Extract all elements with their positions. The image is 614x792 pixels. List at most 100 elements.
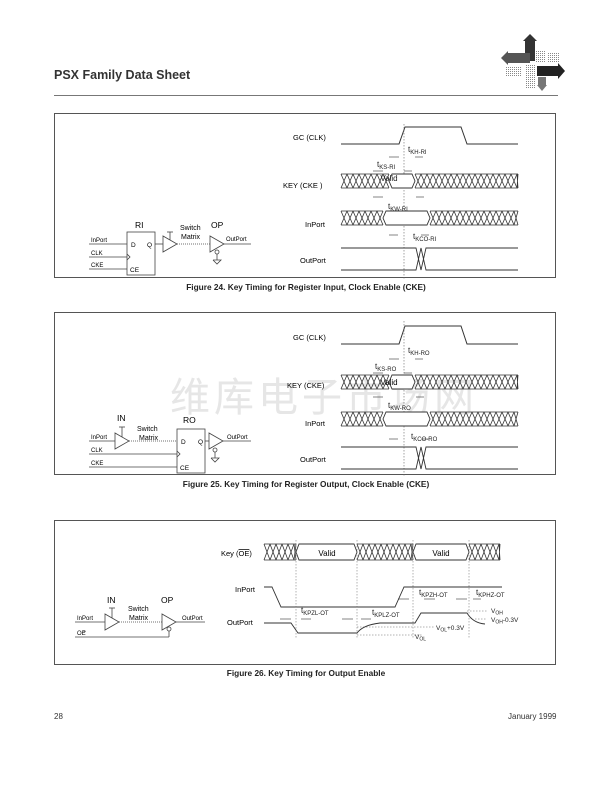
dont-care-hatch — [501, 411, 509, 427]
dont-care-hatch — [435, 411, 443, 427]
signal-label-key: KEY (CKE) — [287, 381, 325, 390]
dont-care-hatch — [498, 173, 506, 189]
dont-care-hatch — [374, 543, 382, 561]
dont-care-hatch — [429, 411, 437, 427]
figure-26-box: InPort OE IN Switch Matrix OP OutPort Ke… — [54, 520, 556, 665]
dont-care-hatch — [340, 411, 348, 427]
op-label: OP — [161, 595, 174, 605]
t-kplz-label: tKPLZ-OT — [372, 608, 400, 619]
dont-care-hatch — [392, 543, 400, 561]
dont-care-hatch — [447, 210, 455, 226]
pin-ce-label: CE — [180, 465, 190, 472]
key-oe-waveform — [263, 543, 501, 561]
dont-care-hatch — [346, 210, 354, 226]
dont-care-hatch — [486, 374, 494, 390]
outport-waveform — [264, 612, 486, 634]
output-buffer-triangle — [209, 235, 225, 253]
dont-care-hatch — [480, 374, 488, 390]
dont-care-hatch — [352, 210, 360, 226]
dont-care-hatch — [376, 411, 384, 427]
figure-24-diagram: InPort CLK CKE D Q CE RI Switch Matrix O… — [89, 124, 519, 279]
dont-care-hatch — [471, 210, 479, 226]
dont-care-hatch — [513, 411, 519, 427]
dont-care-hatch — [380, 543, 388, 561]
oe-label: OE — [77, 631, 86, 637]
in-label: IN — [107, 595, 116, 605]
t-kco-label: tKCO-RO — [411, 432, 438, 443]
dont-care-hatch — [459, 411, 467, 427]
outport-label: OutPort — [227, 435, 248, 441]
figure-26-caption: Figure 26. Key Timing for Output Enable — [226, 668, 386, 678]
dont-care-hatch — [504, 374, 512, 390]
publication-date: January 1999 — [508, 712, 557, 721]
dont-care-hatch — [426, 173, 434, 189]
dont-care-hatch — [382, 173, 390, 189]
pin-d-label: D — [131, 242, 136, 249]
t-kco-label: tKCO-RI — [413, 232, 437, 243]
signal-label-inport: InPort — [305, 419, 326, 428]
outport-waveform-low — [341, 446, 518, 470]
dont-care-hatch — [492, 543, 500, 561]
dont-care-hatch — [398, 543, 406, 561]
dont-care-hatch — [477, 411, 485, 427]
dont-care-hatch — [456, 374, 464, 390]
dont-care-hatch — [468, 173, 476, 189]
dont-care-hatch — [293, 543, 297, 561]
dont-care-hatch — [429, 210, 437, 226]
dont-care-hatch — [358, 374, 366, 390]
inport-label: InPort — [91, 435, 107, 441]
dont-care-hatch — [483, 210, 491, 226]
signal-label-outport: OutPort — [300, 455, 327, 464]
cke-label: CKE — [91, 461, 103, 467]
dont-care-hatch — [507, 210, 515, 226]
valid-window — [382, 411, 431, 427]
valid-window — [382, 210, 431, 226]
dont-care-hatch — [492, 374, 500, 390]
signal-label-inport: InPort — [305, 220, 326, 229]
dont-care-hatch — [438, 173, 446, 189]
cke-label: CKE — [91, 263, 103, 269]
dont-care-hatch — [480, 173, 488, 189]
signal-label-key: KEY (CKE ) — [283, 181, 323, 190]
dont-care-hatch — [462, 374, 470, 390]
switch-label: Switch — [128, 606, 149, 613]
crossed-arrows-logo-icon — [501, 34, 565, 91]
dont-care-hatch — [477, 210, 485, 226]
pin-ce-label: CE — [130, 267, 140, 274]
clock-input-triangle — [126, 253, 131, 261]
dont-care-hatch — [346, 374, 354, 390]
t-ks-label: tKS-RO — [375, 362, 397, 373]
page-header-title: PSX Family Data Sheet — [54, 68, 191, 82]
dont-care-hatch — [370, 411, 378, 427]
t-kh-label: tKH-RO — [408, 346, 430, 357]
outport-waveform-high — [341, 247, 518, 271]
matrix-label: Matrix — [181, 234, 201, 241]
dont-care-hatch — [471, 411, 479, 427]
dont-care-hatch — [489, 411, 497, 427]
dont-care-hatch — [432, 374, 440, 390]
dont-care-hatch — [364, 210, 372, 226]
dont-care-hatch — [358, 210, 366, 226]
dont-care-hatch — [453, 411, 461, 427]
dont-care-hatch — [480, 543, 488, 561]
t-kw-label: tKW-RI — [388, 202, 408, 213]
key-waveform — [340, 173, 519, 189]
dont-care-hatch — [474, 543, 482, 561]
dont-care-hatch — [352, 173, 360, 189]
t-kpzh-label: tKPZH-OT — [419, 588, 448, 599]
output-buffer-triangle — [208, 432, 224, 450]
dont-care-hatch — [495, 210, 503, 226]
dont-care-hatch — [456, 173, 464, 189]
pin-d-label: D — [181, 439, 186, 446]
voh-label: VOH — [491, 608, 503, 617]
clk-label: CLK — [91, 251, 103, 257]
figure-25-box: InPort CLK CKE IN Switch Matrix RO D Q C… — [54, 312, 556, 476]
timing-reference-lines — [295, 540, 487, 639]
vol-label: VOL — [415, 634, 426, 643]
dont-care-hatch — [414, 374, 422, 390]
dont-care-hatch — [404, 543, 412, 561]
dont-care-hatch — [358, 411, 366, 427]
valid-label-1: Valid — [318, 549, 335, 558]
dont-care-hatch — [376, 173, 384, 189]
dont-care-hatch — [368, 543, 376, 561]
